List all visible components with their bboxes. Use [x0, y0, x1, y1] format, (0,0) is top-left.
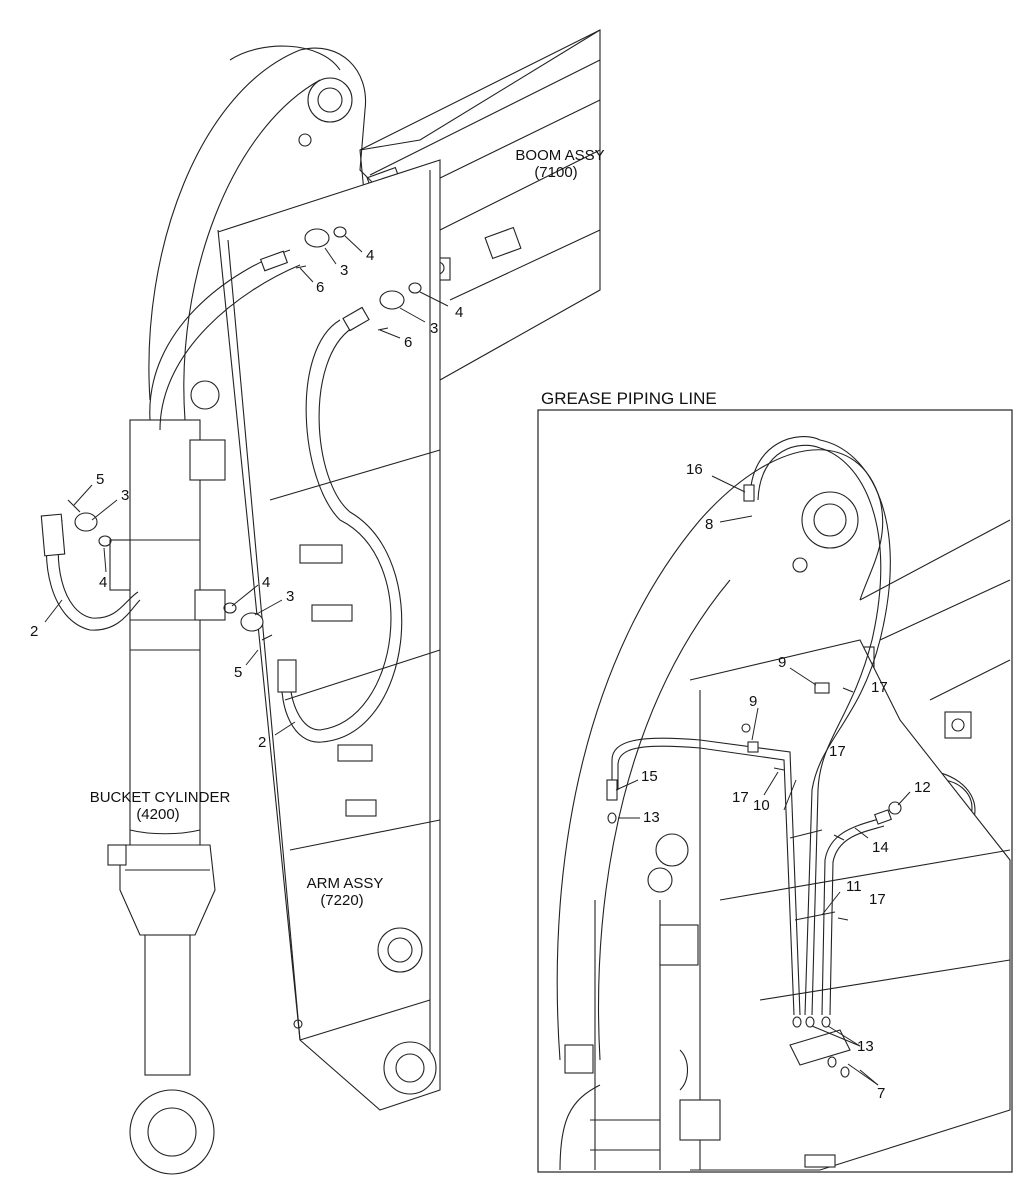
boom-assy-label: BOOM ASSY: [515, 147, 604, 164]
callout-10: 10: [753, 797, 770, 814]
inset-grease-lines: [606, 436, 902, 1078]
callout-2: 2: [30, 623, 38, 640]
callout-3: 3: [340, 262, 348, 279]
callout-17: 17: [732, 789, 749, 806]
boom-assy-code: (7100): [534, 164, 577, 181]
callout-4: 4: [99, 574, 107, 591]
callout-12: 12: [914, 779, 931, 796]
callout-3: 3: [121, 487, 129, 504]
callout-17: 17: [869, 891, 886, 908]
callout-5: 5: [96, 471, 104, 488]
callout-4: 4: [455, 304, 463, 321]
main-drawing: [40, 29, 601, 1175]
callout-11: 11: [846, 878, 862, 895]
bucket-cylinder-label: BUCKET CYLINDER: [90, 789, 231, 806]
inset-title: GREASE PIPING LINE: [541, 389, 717, 408]
callout-8: 8: [705, 516, 713, 533]
callout-17: 17: [871, 679, 888, 696]
callout-3: 3: [286, 588, 294, 605]
inset-callouts: 16 8 9 17 9 15 17 17 10 13 12 14 11 17 1…: [641, 461, 931, 1102]
callout-4: 4: [366, 247, 374, 264]
callout-5: 5: [234, 664, 242, 681]
main-leaders: [44, 235, 449, 736]
inset-leaders: [615, 475, 911, 1086]
arm-assy-code: (7220): [320, 892, 363, 909]
bucket-cylinder-drawing: [107, 419, 226, 1175]
main-callouts: 4 3 6 4 3 6 5 3 4 2 4 3 5 2: [30, 247, 463, 751]
callout-14: 14: [872, 839, 889, 856]
callout-13: 13: [857, 1038, 874, 1055]
callout-7: 7: [877, 1085, 885, 1102]
callout-9: 9: [778, 654, 786, 671]
callout-15: 15: [641, 768, 658, 785]
arm-assy-label: ARM ASSY: [307, 875, 384, 892]
callout-9: 9: [749, 693, 757, 710]
main-hoses: [40, 249, 403, 743]
callout-6: 6: [404, 334, 412, 351]
callout-13: 13: [643, 809, 660, 826]
callout-16: 16: [686, 461, 703, 478]
callout-6: 6: [316, 279, 324, 296]
callout-4: 4: [262, 574, 270, 591]
inset-drawing: [556, 449, 1011, 1171]
callout-3: 3: [430, 320, 438, 337]
main-fittings: [67, 226, 422, 641]
arm-assembly-drawing: [148, 45, 441, 1111]
callout-17: 17: [829, 743, 846, 760]
callout-2: 2: [258, 734, 266, 751]
bucket-cylinder-code: (4200): [136, 806, 179, 823]
